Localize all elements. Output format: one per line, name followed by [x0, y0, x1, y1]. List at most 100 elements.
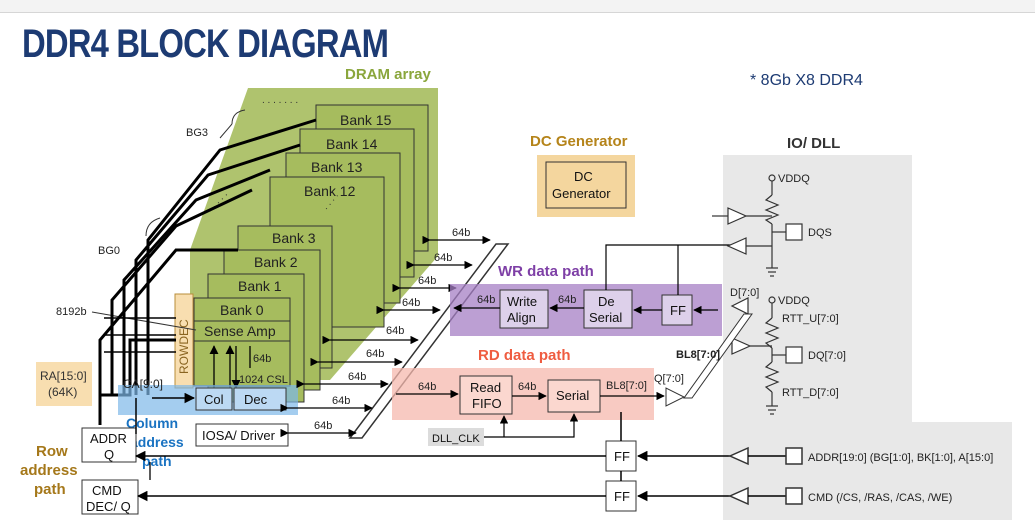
col-label: Col	[204, 392, 224, 407]
col-box	[195, 387, 233, 411]
dec-label: Dec	[244, 392, 268, 407]
bank-12-label: Bank 12	[304, 183, 356, 199]
rowdec-label: ROWDEC	[177, 319, 191, 374]
dll-clk-lines	[484, 413, 579, 438]
addr-q-line1: ADDR	[90, 431, 127, 446]
dll-clk-box	[428, 428, 484, 446]
read-fifo-box	[459, 375, 513, 415]
rd-path-arrows	[396, 389, 665, 401]
svg-text:64b: 64b	[402, 297, 420, 309]
de-serial-box	[583, 289, 633, 329]
svg-text:64b: 64b	[418, 275, 436, 287]
cmd-dec-line2: DEC/ Q	[86, 499, 131, 514]
wr-path-arrows	[453, 244, 738, 315]
bank-1-label: Bank 1	[238, 278, 282, 294]
rd-bl8-label: BL8[7:0]	[606, 380, 647, 392]
write-align-line1: Write	[507, 294, 537, 309]
vddq-label-1: VDDQ	[778, 173, 810, 185]
io-dll-circuit	[712, 174, 803, 415]
pin-input-lines	[134, 412, 803, 506]
bits-8192-label: 8192b	[56, 306, 87, 318]
svg-text:64b: 64b	[386, 325, 404, 337]
bank-0	[193, 297, 291, 387]
csl-arrows	[209, 345, 251, 389]
de-serial-line2: Serial	[589, 310, 622, 325]
bank-14-label: Bank 14	[326, 136, 378, 152]
svg-text:64b: 64b	[332, 395, 350, 407]
wr-path-title: WR data path	[498, 263, 594, 280]
bg3-label: BG3	[186, 127, 208, 139]
wr-64b-label-1: 64b	[477, 294, 495, 306]
bank-2-label: Bank 2	[254, 254, 298, 270]
page-title: DDR4 BLOCK DIAGRAM	[22, 22, 389, 66]
dram-array-label: DRAM array	[345, 66, 432, 83]
browser-top-strip	[0, 0, 1035, 13]
sense-amp	[193, 320, 291, 342]
dec-box	[233, 387, 287, 411]
rd-64b-label-2: 64b	[518, 381, 536, 393]
addr-ff-label: FF	[614, 449, 630, 464]
stack-dots-top: . . . . . . .	[262, 95, 298, 106]
serial-box	[547, 379, 601, 413]
csl-label: 1024 CSL	[239, 374, 288, 386]
row-path-label-2: address	[20, 462, 78, 479]
cmd-dec-box	[81, 479, 139, 515]
rd-64b-label-1: 64b	[418, 381, 436, 393]
sense-amp-label: Sense Amp	[204, 323, 276, 339]
svg-text:64b: 64b	[314, 420, 332, 432]
vddq-label-2: VDDQ	[778, 295, 810, 307]
rtt-d-label: RTT_D[7:0]	[782, 387, 839, 399]
row-path-label-1: Row	[36, 443, 68, 460]
bg3-bracket	[219, 109, 246, 139]
cmd-ff-label: FF	[614, 489, 630, 504]
read-fifo-line1: Read	[470, 380, 501, 395]
dc-generator-box-line1: DC	[574, 169, 593, 184]
bg0-label: BG0	[98, 245, 120, 257]
svg-text:64b: 64b	[452, 227, 470, 239]
read-fifo-line2: FIFO	[472, 396, 502, 411]
write-align-box	[499, 289, 549, 329]
addr-q-line2: Q	[104, 447, 114, 462]
ra-size: (64K)	[48, 385, 77, 399]
dc-generator-title: DC Generator	[530, 133, 628, 150]
iosa-driver-label: IOSA/ Driver	[202, 428, 276, 443]
addr-pin-label: ADDR[19:0] (BG[1:0], BK[1:0], A[15:0]	[808, 452, 993, 464]
dqs-label: DQS	[808, 227, 832, 239]
bank-select-lines	[104, 317, 176, 353]
d-bus-label: D[7:0]	[730, 287, 759, 299]
io-dll-title: IO/ DLL	[787, 135, 840, 152]
dq-label: DQ[7:0]	[808, 350, 846, 362]
dc-generator-box-line2: Generator	[552, 186, 611, 201]
serial-label: Serial	[556, 388, 589, 403]
rd-q-label: Q[7:0]	[654, 373, 684, 385]
bank0-64b-label: 64b	[253, 353, 271, 365]
io-dll-region	[723, 155, 1012, 520]
svg-text:64b: 64b	[348, 371, 366, 383]
bank-3-label: Bank 3	[272, 230, 316, 246]
wr-64b-label-2: 64b	[558, 294, 576, 306]
dc-generator-box	[545, 161, 627, 209]
cmd-pin-label: CMD (/CS, /RAS, /CAS, /WE)	[808, 492, 952, 504]
column-path-label-2: address	[130, 434, 184, 450]
ra-label: RA[15:0]	[40, 369, 87, 383]
bank-to-bus-arrows	[280, 235, 491, 438]
svg-text:64b: 64b	[434, 252, 452, 264]
bg0-bracket	[145, 217, 161, 237]
column-path-label-1: Column	[126, 415, 178, 431]
addr-q-box	[81, 427, 137, 463]
de-serial-line1: De	[598, 294, 615, 309]
bank-0-label: Bank 0	[220, 302, 264, 318]
footnote-8gb-x8: * 8Gb X8 DDR4	[750, 72, 863, 89]
bus-64b-labels: 64b 64b 64b 64b 64b 64b 64b 64b 64b	[314, 227, 470, 432]
bank-15-label: Bank 15	[340, 112, 392, 128]
rd-path-title: RD data path	[478, 347, 571, 364]
row-path-label-3: path	[34, 481, 66, 498]
io-bl8-bus	[683, 313, 753, 399]
svg-text:64b: 64b	[366, 348, 384, 360]
bits-8192-pointer	[91, 311, 197, 331]
rtt-u-label: RTT_U[7:0]	[782, 313, 839, 325]
ca-label: CA[9:0]	[123, 377, 163, 391]
wr-ff-label: FF	[670, 303, 686, 318]
